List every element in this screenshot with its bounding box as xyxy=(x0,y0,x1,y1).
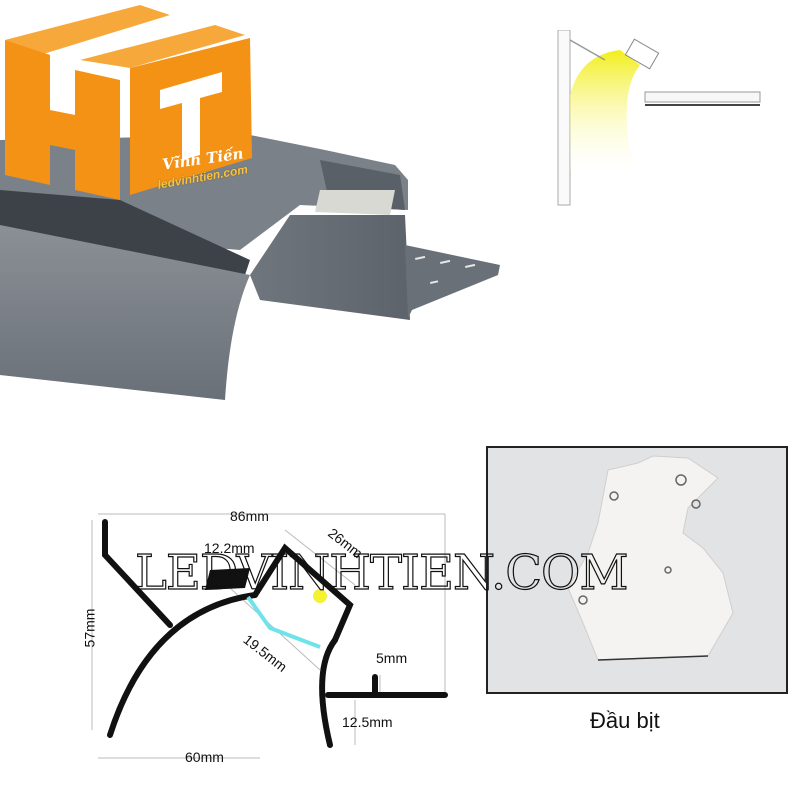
end-cap-caption: Đầu bịt xyxy=(590,708,660,733)
dim-flange-height: 12.5mm xyxy=(342,714,393,730)
ht-box-logo-icon xyxy=(5,5,252,200)
light-diagram xyxy=(550,29,765,210)
dim-lip-height: 5mm xyxy=(376,650,408,666)
dim-height: 57mm xyxy=(81,608,98,648)
brand-logo: Vĩnh Tiến ledvinhtien.com xyxy=(0,0,260,200)
dim-bottom-width: 60mm xyxy=(185,749,224,765)
dim-channel-width: 12.2mm xyxy=(204,540,255,556)
end-cap-photo xyxy=(486,446,788,694)
cross-section-drawing: 86mm 12.2mm 26mm 57mm 19.5mm 5mm 12.5mm … xyxy=(80,500,460,770)
cove-light-diagram-icon xyxy=(557,29,761,206)
end-cap-plate-icon xyxy=(567,455,734,661)
dim-total-width: 86mm xyxy=(230,508,269,524)
profile-cross-section-icon xyxy=(91,513,448,759)
watermark-text: LEDVINHTIEN.COM xyxy=(134,544,629,601)
